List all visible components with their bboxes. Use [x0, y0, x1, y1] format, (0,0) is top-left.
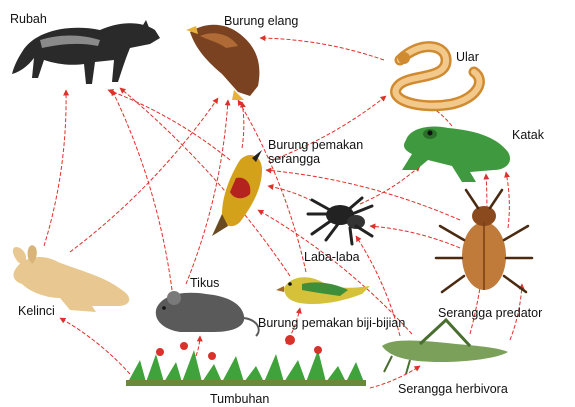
arrow-plants-to-mouse [196, 336, 200, 356]
spider-icon [308, 198, 372, 244]
frog-icon [402, 127, 510, 183]
label-seed-bird: Burung pemakan biji-bijian [258, 316, 405, 330]
label-rabbit: Kelinci [18, 304, 55, 318]
arrow-mouse-to-fox [112, 90, 172, 290]
label-spider: Laba-laba [304, 250, 360, 264]
arrow-spider-to-insect-bird [268, 186, 318, 204]
arrow-snake-to-eagle [260, 38, 384, 60]
label-snake: Ular [456, 50, 479, 64]
mouse-icon [156, 291, 259, 336]
plants-icon [126, 335, 366, 386]
seed-bird-icon [276, 277, 370, 304]
rabbit-icon [13, 245, 129, 312]
arrow-rabbit-to-eagle [70, 98, 218, 252]
arrow-beetle-to-insect-bird [266, 170, 460, 220]
arrow-beetle-to-frog [506, 172, 509, 228]
arrow-insect-bird-to-fox [108, 90, 230, 160]
label-mouse: Tikus [190, 276, 219, 290]
beetle-icon [436, 190, 532, 292]
arrow-mouse-to-eagle [186, 100, 228, 284]
label-beetle: Serangga predator [438, 306, 542, 320]
label-plants: Tumbuhan [210, 392, 269, 406]
label-grasshopper: Serangga herbivora [398, 382, 508, 396]
arrow-rabbit-to-fox [44, 90, 66, 246]
label-fox: Rubah [10, 12, 47, 26]
label-insectivore-bird: Burung pemakan serangga [268, 138, 398, 166]
label-eagle: Burung elang [224, 14, 298, 28]
arrow-plants-to-rabbit [60, 318, 130, 374]
eagle-icon [186, 25, 259, 100]
fox-icon [12, 20, 160, 84]
label-frog: Katak [512, 128, 544, 142]
arrow-spider-to-frog [360, 166, 420, 204]
insectivore-bird-icon [212, 150, 262, 236]
feeding-arrows [44, 38, 522, 388]
